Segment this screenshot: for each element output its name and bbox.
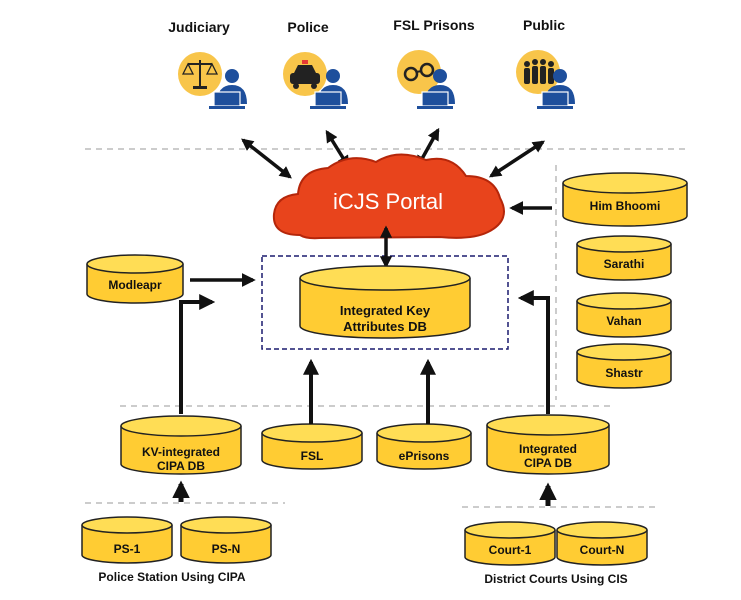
- portal-label: iCJS Portal: [333, 189, 443, 214]
- police-car-icon: [283, 52, 327, 96]
- ps-n-db: PS-N: [180, 516, 272, 564]
- external-db-vahan: Vahan: [576, 292, 672, 338]
- modleapr-label: Modleapr: [108, 278, 162, 292]
- stakeholder-label-police: Police: [287, 19, 328, 35]
- stakeholder-label-fsl-prisons: FSL Prisons: [393, 17, 475, 33]
- arrow-integrated-cipa-central: [517, 290, 550, 414]
- court-1-label: Court-1: [489, 543, 532, 557]
- handcuffs-icon: [397, 50, 441, 94]
- arrow-kv-db-central: [179, 294, 216, 414]
- ps-1-db: PS-1: [81, 516, 173, 564]
- external-db-sarathi: Sarathi: [576, 235, 672, 281]
- court-n-label: Court-N: [580, 543, 625, 557]
- arrow-judiciary-portal: [241, 138, 292, 179]
- crowd-icon: [516, 50, 560, 94]
- integrated-key-attributes-db: Integrated Key Attributes DB: [299, 265, 471, 339]
- icjs-portal-cloud: iCJS Portal: [272, 153, 505, 240]
- court-1-db: Court-1: [464, 521, 556, 566]
- ps-n-label: PS-N: [212, 542, 241, 556]
- stakeholder-label-public: Public: [523, 17, 565, 33]
- vahan-label: Vahan: [606, 314, 641, 328]
- central-db-label-line1: Integrated Key: [340, 303, 431, 318]
- courts-caption: District Courts Using CIS: [484, 572, 627, 586]
- sarathi-label: Sarathi: [604, 257, 645, 271]
- user-at-laptop-icon-fsl-prisons: [417, 69, 455, 109]
- integrated-cipa-label-line1: Integrated: [519, 442, 577, 456]
- ps-1-label: PS-1: [114, 542, 141, 556]
- him-bhoomi-label: Him Bhoomi: [590, 199, 661, 213]
- user-at-laptop-icon-public: [537, 69, 575, 109]
- user-at-laptop-icon-judiciary: [209, 69, 247, 109]
- central-db-label-line2: Attributes DB: [343, 319, 427, 334]
- fsl-label: FSL: [301, 449, 324, 463]
- integrated-cipa-db: Integrated CIPA DB: [486, 414, 610, 475]
- eprisons-label: ePrisons: [399, 449, 450, 463]
- kv-db-label-line2: CIPA DB: [157, 459, 205, 473]
- court-n-db: Court-N: [556, 521, 648, 566]
- scales-of-justice-icon: [178, 52, 222, 96]
- kv-db-label-line1: KV-integrated: [142, 445, 220, 459]
- fsl-db: FSL: [261, 423, 363, 470]
- stakeholder-label-judiciary: Judiciary: [168, 19, 230, 35]
- modleapr-db: Modleapr: [86, 254, 184, 304]
- arrow-public-portal: [488, 140, 546, 178]
- external-db-shastr: Shastr: [576, 343, 672, 389]
- integrated-cipa-label-line2: CIPA DB: [524, 456, 572, 470]
- user-at-laptop-icon-police: [310, 69, 348, 109]
- stakeholders-row: Judiciary Police FSL Prisons Public: [168, 17, 575, 109]
- eprisons-db: ePrisons: [376, 423, 472, 470]
- separator-lines: [85, 148, 690, 508]
- middle-to-central-arrows: [179, 290, 550, 424]
- external-db-him-bhoomi: Him Bhoomi: [562, 172, 688, 227]
- shastr-label: Shastr: [605, 366, 643, 380]
- kv-integrated-cipa-db: KV-integrated CIPA DB: [120, 415, 242, 475]
- police-caption: Police Station Using CIPA: [98, 570, 245, 584]
